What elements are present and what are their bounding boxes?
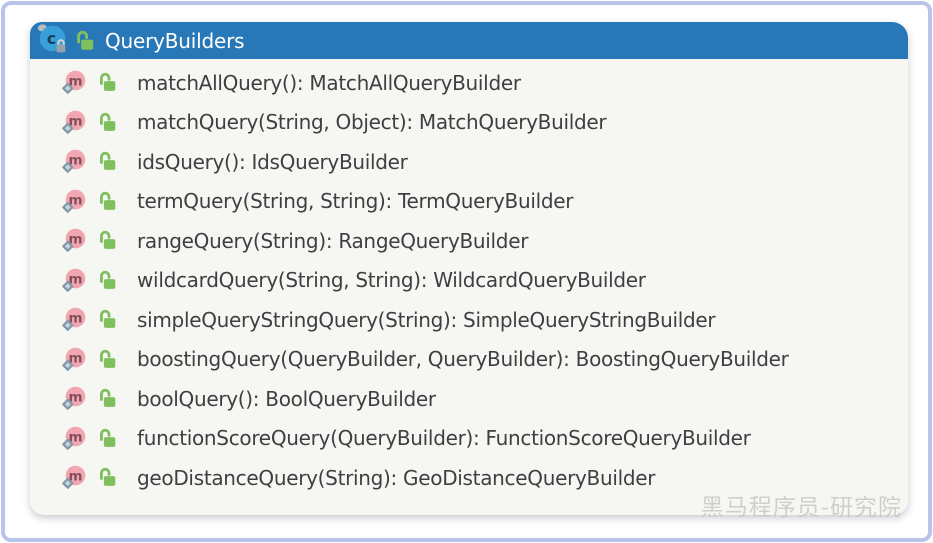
method-list: m matchAllQuery(): MatchAllQueryBuilder … — [30, 59, 908, 498]
class-icon-letter: c — [47, 29, 56, 48]
static-diamond-icon — [62, 240, 74, 253]
public-lock-icon — [99, 231, 116, 250]
class-header[interactable]: c QueryBuilders — [30, 22, 908, 59]
method-icon-letter: m — [68, 351, 82, 366]
method-signature: matchAllQuery(): MatchAllQueryBuilder — [137, 70, 521, 95]
public-lock-icon — [99, 428, 116, 447]
static-diamond-icon — [62, 201, 74, 213]
method-icon: m — [62, 268, 86, 292]
method-signature: idsQuery(): IdsQueryBuilder — [137, 149, 408, 174]
public-lock-icon — [99, 112, 116, 131]
method-signature: boostingQuery(QueryBuilder, QueryBuilder… — [137, 347, 789, 372]
method-signature: boolQuery(): BoolQueryBuilder — [137, 386, 436, 411]
method-icon: m — [62, 387, 86, 411]
static-diamond-icon — [62, 280, 74, 292]
method-signature: rangeQuery(String): RangeQueryBuilder — [137, 228, 529, 253]
method-signature: matchQuery(String, Object): MatchQueryBu… — [137, 110, 607, 135]
method-icon: m — [62, 426, 86, 450]
public-lock-icon — [99, 468, 116, 487]
method-icon-letter: m — [68, 312, 82, 327]
public-lock-icon — [99, 73, 116, 92]
method-icon-letter: m — [68, 430, 82, 445]
method-icon: m — [62, 308, 86, 332]
static-diamond-icon — [62, 161, 74, 174]
method-signature: geoDistanceQuery(String): GeoDistanceQue… — [137, 465, 656, 490]
method-icon: m — [62, 71, 86, 95]
method-row[interactable]: m matchAllQuery(): MatchAllQueryBuilder — [30, 63, 908, 103]
public-lock-icon — [99, 152, 116, 171]
method-row[interactable]: m termQuery(String, String): TermQueryBu… — [30, 182, 908, 222]
static-diamond-icon — [62, 477, 74, 490]
static-diamond-icon — [62, 398, 74, 411]
method-icon: m — [62, 189, 86, 213]
public-lock-icon — [99, 191, 116, 210]
method-icon: m — [62, 466, 86, 490]
method-row[interactable]: m boolQuery(): BoolQueryBuilder — [30, 379, 908, 419]
lock-badge-icon — [56, 39, 66, 53]
public-lock-icon — [77, 30, 94, 50]
static-diamond-icon — [62, 319, 74, 332]
method-row[interactable]: m geoDistanceQuery(String): GeoDistanceQ… — [30, 458, 908, 498]
method-icon-letter: m — [68, 193, 82, 208]
method-icon-letter: m — [68, 470, 82, 485]
method-row[interactable]: m functionScoreQuery(QueryBuilder): Func… — [30, 419, 908, 459]
class-icon: c — [37, 24, 66, 53]
public-lock-icon — [99, 270, 116, 289]
method-icon-letter: m — [68, 114, 82, 129]
method-icon: m — [62, 150, 86, 174]
public-lock-icon — [99, 389, 116, 408]
method-signature: functionScoreQuery(QueryBuilder): Functi… — [137, 426, 751, 451]
method-signature: wildcardQuery(String, String): WildcardQ… — [137, 268, 646, 293]
method-signature: simpleQueryStringQuery(String): SimpleQu… — [137, 307, 716, 332]
static-diamond-icon — [62, 438, 74, 450]
method-icon-letter: m — [68, 154, 82, 169]
method-icon: m — [62, 229, 86, 253]
method-icon-letter: m — [68, 272, 82, 287]
method-row[interactable]: m matchQuery(String, Object): MatchQuery… — [30, 103, 908, 143]
class-diagram-node: c QueryBuilders m matchAllQuery(): Match… — [30, 22, 908, 521]
method-row[interactable]: m wildcardQuery(String, String): Wildcar… — [30, 261, 908, 301]
method-icon: m — [62, 110, 86, 134]
method-row[interactable]: m idsQuery(): IdsQueryBuilder — [30, 142, 908, 182]
method-signature: termQuery(String, String): TermQueryBuil… — [137, 189, 574, 214]
class-title: QueryBuilders — [105, 28, 245, 53]
method-row[interactable]: m rangeQuery(String): RangeQueryBuilder — [30, 221, 908, 261]
static-diamond-icon — [62, 359, 74, 371]
method-icon-letter: m — [68, 391, 82, 406]
public-lock-icon — [99, 349, 116, 368]
method-row[interactable]: m boostingQuery(QueryBuilder, QueryBuild… — [30, 340, 908, 380]
method-icon-letter: m — [68, 75, 82, 90]
method-icon-letter: m — [68, 233, 82, 248]
method-icon: m — [62, 347, 86, 371]
static-diamond-icon — [62, 122, 74, 134]
public-lock-icon — [99, 310, 116, 329]
static-diamond-icon — [62, 82, 74, 95]
method-row[interactable]: m simpleQueryStringQuery(String): Simple… — [30, 300, 908, 340]
